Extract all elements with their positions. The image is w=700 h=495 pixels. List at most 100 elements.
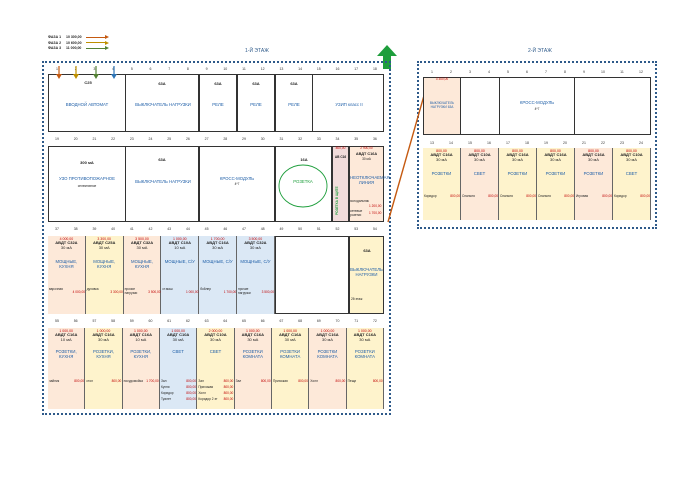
module-number: 18: [525, 141, 529, 145]
breaker-load-value: 800,00: [488, 194, 498, 198]
socket-rating: 16А: [300, 157, 308, 162]
module-number: 40: [111, 227, 116, 231]
breaker-load-note: Коридор: [160, 391, 174, 395]
breaker-sensitivity: 10 мА: [60, 336, 72, 342]
cross-module-1: [199, 146, 275, 222]
module-number: 1: [431, 70, 433, 74]
module-number: 13: [279, 67, 284, 71]
non-switched-line-title: АВДТ С16А: [355, 152, 378, 156]
relay-1-rating: 63А: [214, 81, 222, 86]
breaker-load-value: 800,00: [564, 194, 574, 198]
breaker-power: 1 000,00: [134, 329, 148, 333]
breaker-load-note: посудомойка: [123, 379, 143, 383]
module-number: 25: [167, 137, 172, 141]
breaker-power: 1 000,00: [245, 329, 260, 333]
load-switch-3-note: 2й этаж: [351, 297, 363, 301]
relay-2-rating: 63А: [252, 81, 260, 86]
breaker-sensitivity: 30 мА: [212, 244, 224, 250]
module-number: 16: [487, 141, 491, 145]
breaker-sensitivity: 30 мА: [512, 156, 523, 162]
breaker-sensitivity: 30 мА: [550, 156, 561, 162]
breaker-title: АВДТ С10А: [204, 332, 227, 338]
floor2-title: 2-Й ЭТАЖ: [528, 48, 552, 54]
breaker-label: РОЗЕТКИ, КУХНЯ: [92, 349, 114, 360]
breaker-power: 1 000,00: [171, 329, 185, 333]
module-number: 49: [279, 227, 284, 231]
breaker-title: АВДТ С32А: [55, 240, 78, 246]
breaker-title: АВДТ С16А: [129, 332, 152, 338]
uzo-rating: 300 мА: [80, 160, 94, 165]
ab-c16-label: РОЗЕТКА В ЩИТЕ: [335, 186, 339, 215]
breaker-load-value: 3 500,00: [261, 290, 274, 294]
breaker-label: РОЗЕТКИ: [583, 171, 604, 177]
module-number: 23: [129, 137, 134, 141]
breaker-power: 3 500,00: [135, 237, 149, 241]
module-number: 7: [168, 67, 171, 71]
breaker-label: МОЩНЫЕ, С/У: [202, 259, 233, 265]
legend-value-2: 10 600,00: [66, 40, 82, 45]
module-number: 12: [639, 70, 643, 74]
breaker-load-note: стол: [86, 379, 93, 383]
floor2-load-switch-label: ВЫКЛЮЧАТЕЛЬ НАГРУЗКИ 63А: [429, 101, 455, 109]
ab-c16-module: [332, 146, 349, 222]
breaker-load-note: чайник: [49, 379, 60, 383]
uzip-label: УЗИП класс II: [335, 102, 363, 107]
breaker-power: 800,00: [588, 149, 599, 153]
breaker-title: АВДТ С32А: [130, 240, 154, 246]
breaker-sensitivity: 30 мА: [321, 336, 333, 342]
load-switch-2-label: ВЫКЛЮЧАТЕЛЬ НАГРУЗКИ: [135, 179, 191, 184]
relay-3-rating: 63А: [290, 81, 298, 86]
module-number: 48: [260, 227, 265, 231]
breaker-title: АВДТ С10А: [166, 332, 190, 338]
breaker-title: АВДТ С16А: [430, 152, 453, 158]
breaker-label: СВЕТ: [625, 171, 638, 177]
breaker-load-value: 1 000,00: [185, 290, 199, 294]
module-number: 9: [205, 67, 208, 71]
breaker-load-note: Прихожая: [198, 385, 214, 389]
module-number: 26: [185, 137, 190, 141]
module-number: 13: [430, 141, 434, 145]
breaker-load-note: Коридор: [424, 194, 437, 198]
module-number: 2: [450, 70, 452, 74]
module-number: 10: [601, 70, 605, 74]
module-number: 22: [601, 141, 605, 145]
network-sockets-value: 1 700,00: [369, 211, 382, 215]
breaker-sensitivity: 30 мА: [136, 244, 148, 250]
breaker-load-value: 800,00: [186, 397, 196, 401]
breaker-label: СВЕТ: [209, 349, 222, 355]
breaker-label: РОЗЕТКИ КОМНАТА: [279, 349, 301, 360]
load-switch-3-rating: 63А: [363, 248, 371, 253]
load-switch-3: [349, 236, 384, 314]
module-number: 27: [204, 137, 209, 141]
legend-arrow-icon: [105, 46, 109, 51]
module-number: 39: [92, 227, 97, 231]
module-number: 15: [468, 141, 472, 145]
breaker-sensitivity: 30 мА: [209, 336, 221, 342]
breaker-label: СВЕТ: [473, 171, 486, 177]
breaker-load-value: 800,00: [223, 385, 234, 389]
breaker-load-note: бойлер: [200, 287, 211, 291]
breaker-load-note: прочие нагрузки: [238, 287, 251, 295]
breaker-title: АВДТ С16А: [353, 332, 376, 338]
floor2-row1-rail: [423, 77, 651, 135]
socket-label: РОЗЕТКА: [293, 179, 313, 184]
load-switch-2-rating: 63А: [158, 157, 166, 162]
legend-line-2: [86, 42, 106, 44]
module-number: 72: [372, 319, 377, 323]
module-number: 6: [526, 70, 528, 74]
module-number: 64: [223, 319, 228, 323]
floor1-panel: [42, 61, 391, 415]
floor2-panel: [417, 61, 657, 229]
breaker-title: АВДТ С16А: [544, 152, 567, 158]
breaker-power: 1 000,00: [59, 329, 73, 333]
breaker-load-value: 800,00: [526, 194, 536, 198]
relay-2-label: РЕЛЕ: [250, 102, 262, 107]
